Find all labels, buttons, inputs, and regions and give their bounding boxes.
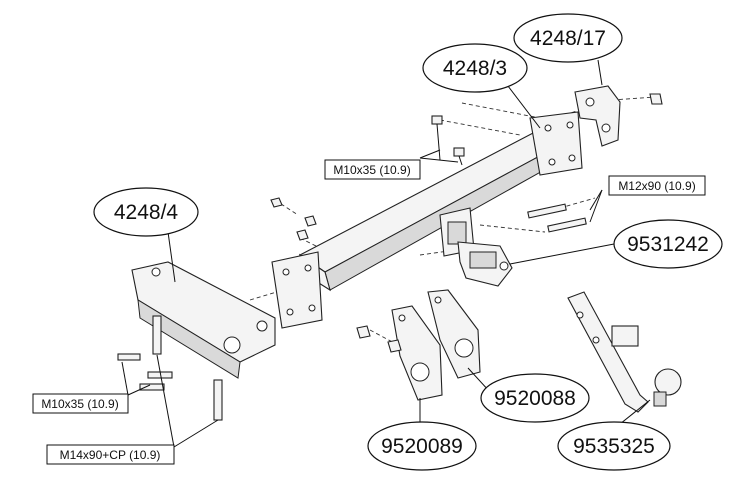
bolt-spec-left-m10-box: M10x35 (10.9) bbox=[32, 393, 129, 414]
part-number-plate-a: 9520088 bbox=[494, 387, 576, 410]
towball-part bbox=[567, 291, 682, 413]
bolt-spec-right-m12: M12x90 (10.9) bbox=[618, 179, 695, 193]
part-number-crossbar: 4248/3 bbox=[443, 57, 507, 80]
part-oval-plate-a: 9520088 bbox=[480, 373, 590, 423]
socket-holder-part bbox=[457, 241, 513, 287]
bracket-right-part bbox=[574, 85, 663, 147]
bolt-spec-top-m10: M10x35 (10.9) bbox=[333, 163, 410, 177]
part-number-bracket-right: 4248/17 bbox=[530, 27, 606, 50]
part-number-socket-holder: 9531242 bbox=[627, 233, 709, 256]
bolt-spec-top-m10-box: M10x35 (10.9) bbox=[324, 159, 421, 180]
crossbar-part bbox=[271, 111, 583, 329]
part-number-plate-b: 9520089 bbox=[381, 435, 463, 458]
bolt-spec-right-m12-box: M12x90 (10.9) bbox=[608, 175, 706, 196]
fasteners bbox=[117, 115, 587, 421]
part-oval-bracket-left: 4248/4 bbox=[93, 187, 199, 237]
mounting-plate-b bbox=[391, 305, 443, 401]
bolt-spec-left-m14: M14x90+CP (10.9) bbox=[60, 448, 161, 462]
part-oval-bracket-right: 4248/17 bbox=[513, 13, 623, 63]
bolt-spec-left-m10: M10x35 (10.9) bbox=[41, 397, 118, 411]
leader-lines bbox=[121, 59, 651, 448]
part-oval-plate-b: 9520089 bbox=[367, 421, 477, 471]
part-number-towball: 9535325 bbox=[573, 435, 655, 458]
bolt-spec-left-m14-box: M14x90+CP (10.9) bbox=[46, 444, 175, 465]
bracket-left-part bbox=[131, 261, 276, 379]
part-oval-socket-holder: 9531242 bbox=[613, 219, 723, 269]
mounting-plate-a bbox=[427, 289, 481, 379]
part-oval-towball: 9535325 bbox=[557, 421, 671, 471]
part-number-bracket-left: 4248/4 bbox=[114, 201, 179, 224]
part-oval-crossbar: 4248/3 bbox=[422, 43, 528, 93]
